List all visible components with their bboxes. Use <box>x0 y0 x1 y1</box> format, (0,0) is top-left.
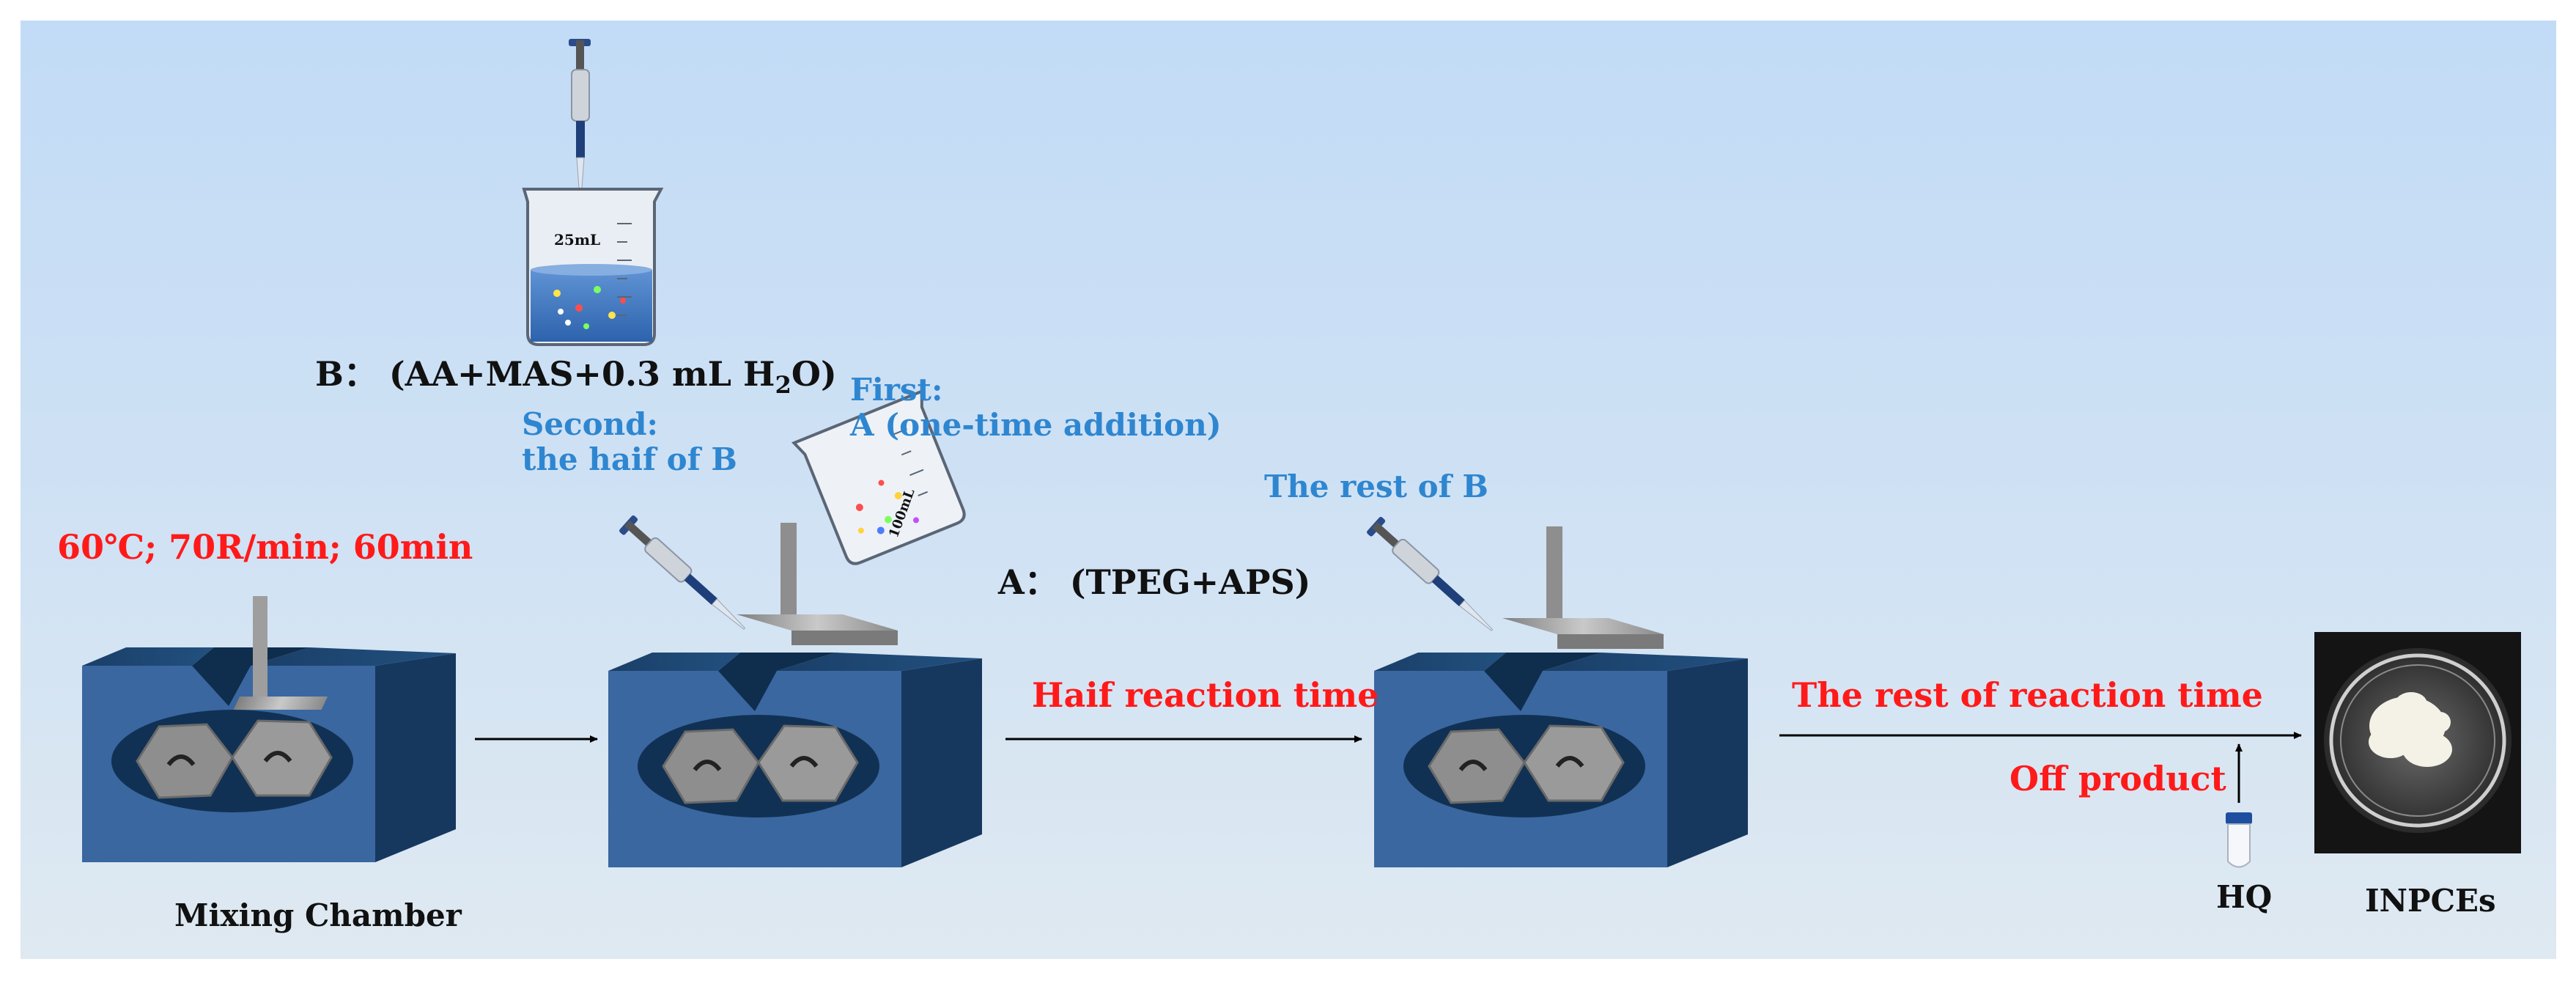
product-caption: INPCEs <box>2365 883 2496 919</box>
test-tube-icon <box>2226 812 2252 868</box>
beaker-b-mark: 25mL <box>554 231 601 249</box>
beaker-icon <box>791 389 966 565</box>
ram-icon <box>1502 526 1664 649</box>
haif-reaction-time-label: Haif reaction time <box>1032 675 1379 715</box>
pipette-icon <box>617 513 753 639</box>
petri-dish-icon <box>2314 632 2521 853</box>
shaft-icon <box>233 596 328 710</box>
mixing-chamber-caption: Mixing Chamber <box>174 897 462 933</box>
off-product-label: Off product <box>2009 759 2226 798</box>
second-step-detail: the haif of B <box>522 441 737 478</box>
first-step-title: First: <box>850 372 943 408</box>
mixing-chamber-icon <box>1374 653 1748 867</box>
beaker-icon <box>522 188 664 346</box>
second-step-title: Second: <box>522 406 659 442</box>
pipette-icon <box>568 38 591 199</box>
hq-caption: HQ <box>2216 879 2273 915</box>
first-step-label: First: A (one-time addition) <box>850 372 1222 444</box>
conditions-label: 60℃; 70R/min; 60min <box>57 527 473 567</box>
ram-icon <box>737 523 898 645</box>
rest-reaction-time-label: The rest of reaction time <box>1792 675 2263 715</box>
second-step-label: Second: the haif of B <box>522 406 737 478</box>
solution-a-label: A： (TPEG+APS) <box>998 562 1311 602</box>
mixing-chamber-icon <box>82 647 456 862</box>
pipette-icon <box>1365 515 1500 640</box>
first-step-detail: A (one-time addition) <box>850 407 1222 444</box>
mixing-chamber-icon <box>608 653 982 867</box>
rest-of-b-label: The rest of B <box>1264 469 1488 504</box>
solution-b-label: B： (AA+MAS+0.3 mL H2O) <box>315 354 837 400</box>
